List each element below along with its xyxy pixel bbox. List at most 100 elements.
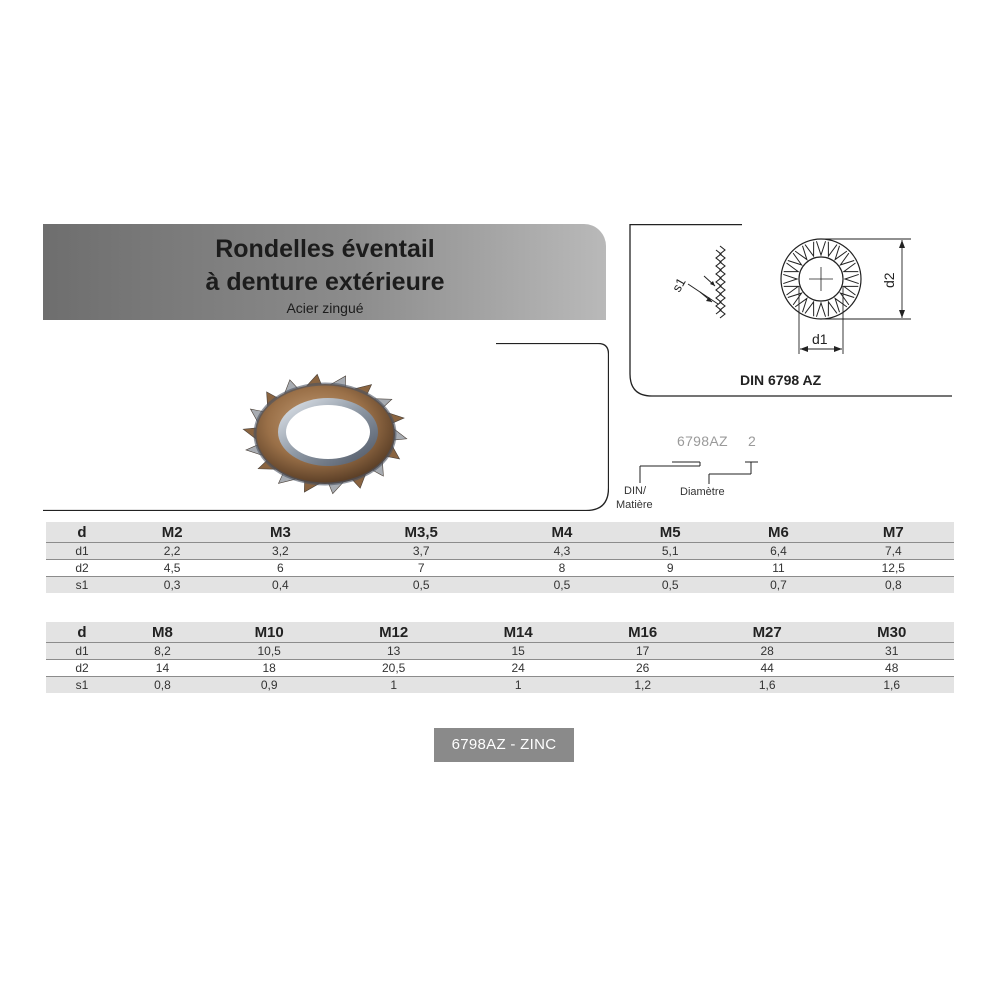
size-header: M3,5	[334, 522, 508, 543]
drawing-tooth	[827, 300, 838, 317]
drawing-tooth	[787, 252, 803, 266]
table-row: d1 8,2 10,5 13 15 17 28 31	[46, 642, 954, 660]
drawing-tooth	[839, 252, 855, 266]
size-header: M6	[724, 522, 833, 543]
drawing-tooth	[815, 241, 827, 257]
photo-frame	[43, 343, 609, 511]
table-row: d2 4,5 6 7 8 9 11 12,5	[46, 559, 954, 577]
table-cell: 1	[331, 676, 456, 693]
page-title-line1: Rondelles éventail	[215, 235, 435, 263]
drawing-tooth	[834, 297, 848, 313]
product-code-badge: 6798AZ - ZINC	[434, 728, 574, 762]
table-cell: 0,3	[118, 576, 227, 593]
table-cell: 4,3	[507, 542, 617, 560]
table-cell: 20,5	[331, 659, 456, 677]
table-cell: 7	[334, 559, 508, 577]
table-cell: 12,5	[832, 559, 954, 577]
table-cell: 9	[616, 559, 725, 577]
table-cell: 15	[455, 642, 581, 660]
size-header: M7	[832, 522, 954, 543]
table-cell: 44	[704, 659, 830, 677]
drawing-tooth	[794, 297, 808, 313]
table-row: d2 14 18 20,5 24 26 44 48	[46, 659, 954, 677]
drawing-tooth	[815, 301, 827, 317]
header-label: d	[46, 522, 118, 543]
drawing-tooth	[834, 245, 848, 261]
size-header: M5	[616, 522, 725, 543]
table-cell: 10,5	[206, 642, 332, 660]
row-label: d2	[46, 559, 118, 577]
table-cell: 2,2	[118, 542, 227, 560]
table-cell: 0,8	[118, 676, 207, 693]
table-cell: 0,4	[226, 576, 335, 593]
table-cell: 1,2	[580, 676, 705, 693]
table-row: s1 0,3 0,4 0,5 0,5 0,5 0,7 0,8	[46, 576, 954, 593]
table-cell: 1,6	[829, 676, 954, 693]
table-cell: 14	[118, 659, 207, 677]
drawing-tooth	[842, 262, 859, 273]
table-row: d1 2,2 3,2 3,7 4,3 5,1 6,4 7,4	[46, 542, 954, 560]
row-label: d2	[46, 659, 118, 677]
s1-dimension-label: s1	[669, 275, 689, 294]
drawing-tooth	[804, 241, 815, 258]
washer-photo	[242, 373, 408, 495]
table-header-row: d M2 M3 M3,5 M4 M5 M6 M7	[46, 522, 954, 543]
table-cell: 5,1	[616, 542, 725, 560]
size-header: M16	[580, 622, 705, 643]
drawing-tooth	[804, 300, 815, 317]
table-cell: 24	[455, 659, 581, 677]
page-subtitle: Acier zingué	[286, 300, 364, 316]
table-cell: 26	[580, 659, 705, 677]
code-size: 2	[748, 433, 756, 449]
drawing-tooth	[839, 292, 855, 306]
table-cell: 8	[507, 559, 617, 577]
title-banner	[43, 224, 606, 320]
table-cell: 48	[829, 659, 954, 677]
size-header: M2	[118, 522, 227, 543]
size-header: M27	[704, 622, 830, 643]
matiere-legend-label: Matière	[616, 499, 653, 511]
din-legend-label: DIN/	[624, 485, 646, 497]
drawing-tooth	[783, 285, 800, 296]
drawing-tooth	[783, 262, 800, 273]
din-standard-label: DIN 6798 AZ	[740, 372, 822, 388]
dimension-table-large: d M8 M10 M12 M14 M16 M27 M30 d1 8,2 10,5…	[46, 622, 954, 693]
table-cell: 4,5	[118, 559, 227, 577]
dimension-table-small: d M2 M3 M3,5 M4 M5 M6 M7 d1 2,2 3,2 3,7 …	[46, 522, 954, 593]
code-legend-lines	[639, 461, 758, 484]
size-header: M12	[331, 622, 456, 643]
d2-dimension-label: d2	[881, 272, 897, 288]
table-cell: 3,2	[226, 542, 335, 560]
size-header: M8	[118, 622, 207, 643]
table-cell: 13	[331, 642, 456, 660]
table-cell: 0,7	[724, 576, 833, 593]
table-cell: 0,5	[507, 576, 617, 593]
size-header: M30	[829, 622, 954, 643]
diametre-legend-label: Diamètre	[680, 486, 725, 498]
table-cell: 3,7	[334, 542, 508, 560]
size-header: M4	[507, 522, 617, 543]
size-header: M3	[226, 522, 335, 543]
row-label: d1	[46, 642, 118, 660]
drawing-tooth	[827, 241, 838, 258]
table-cell: 6,4	[724, 542, 833, 560]
table-cell: 0,5	[334, 576, 508, 593]
size-header: M14	[455, 622, 581, 643]
table-row: s1 0,8 0,9 1 1 1,2 1,6 1,6	[46, 676, 954, 693]
drawing-tooth	[794, 245, 808, 261]
technical-drawing: s1 d1 d2	[629, 224, 952, 397]
table-cell: 17	[580, 642, 705, 660]
table-cell: 18	[206, 659, 332, 677]
page-title-line2: à denture extérieure	[205, 268, 445, 296]
code-reference: 6798AZ	[677, 433, 728, 449]
table-cell: 6	[226, 559, 335, 577]
table-cell: 1	[455, 676, 581, 693]
table-cell: 31	[829, 642, 954, 660]
table-cell: 8,2	[118, 642, 207, 660]
drawing-tooth	[783, 273, 799, 285]
drawing-tooth	[843, 273, 859, 285]
drawing-tooth	[842, 285, 859, 296]
table-cell: 0,8	[832, 576, 954, 593]
row-label: s1	[46, 676, 118, 693]
table-cell: 0,9	[206, 676, 332, 693]
